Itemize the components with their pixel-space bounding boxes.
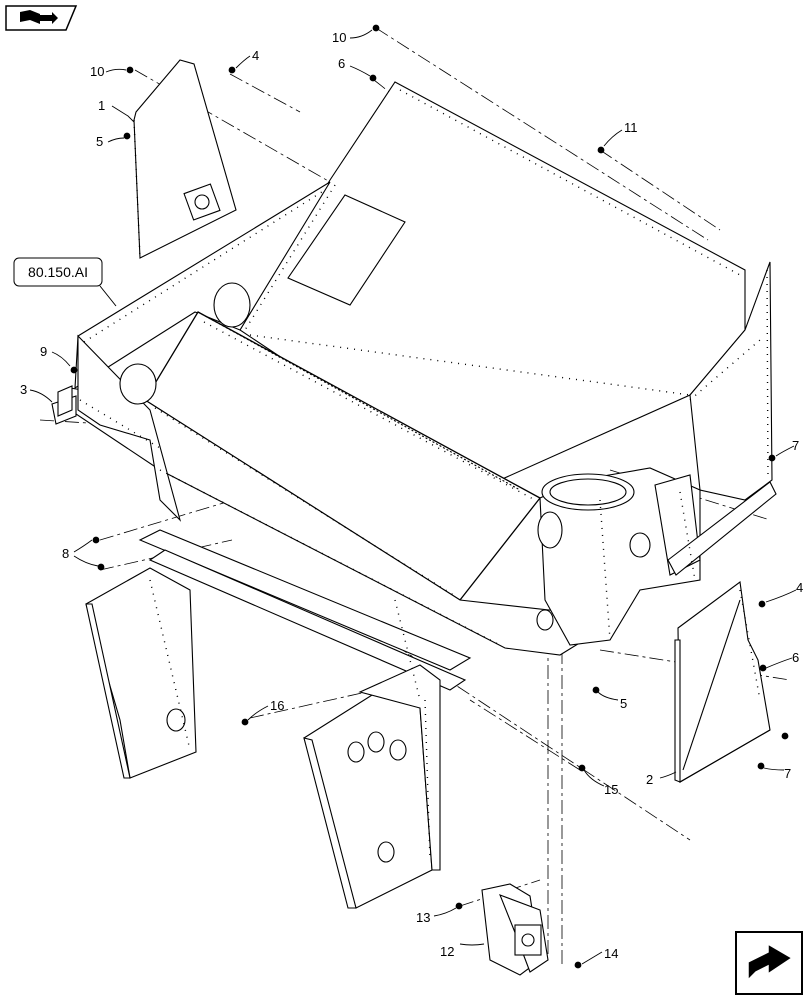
book-navigation-icon[interactable] — [5, 5, 78, 31]
part-12-component — [481, 883, 549, 976]
reference-box[interactable]: 80.150.AI — [13, 257, 117, 307]
callout-16: 16 — [270, 698, 284, 713]
callout-10: 10 — [332, 30, 346, 45]
callout-4: 4 — [796, 580, 803, 595]
reference-box-label: 80.150.AI — [28, 264, 88, 280]
center-leg-panel — [303, 599, 441, 909]
part-2-side-panel — [674, 581, 771, 783]
callout-7: 7 — [784, 766, 791, 781]
callout-3: 3 — [20, 382, 27, 397]
left-leg-panel — [85, 567, 197, 779]
fastener-hole-pattern — [79, 89, 769, 646]
next-page-arrow-icon[interactable] — [735, 931, 803, 995]
callout-15: 15 — [604, 782, 618, 797]
callout-5: 5 — [96, 134, 103, 149]
callout-14: 14 — [604, 946, 618, 961]
callout-9: 9 — [40, 344, 47, 359]
callout-7: 7 — [792, 438, 799, 453]
callout-13: 13 — [416, 910, 430, 925]
callout-10: 10 — [90, 64, 104, 79]
callout-5: 5 — [620, 696, 627, 711]
callout-11: 11 — [624, 120, 638, 135]
part-3-bracket — [51, 385, 77, 425]
callout-6: 6 — [792, 650, 799, 665]
callout-1: 1 — [98, 98, 105, 113]
grain-tank-assembly — [69, 81, 777, 691]
fasteners — [70, 24, 789, 969]
callout-6: 6 — [338, 56, 345, 71]
callout-2: 2 — [646, 772, 653, 787]
callout-8: 8 — [62, 546, 69, 561]
callout-leaders — [29, 29, 797, 965]
part-1-side-panel — [133, 59, 237, 259]
callout-4: 4 — [252, 48, 259, 63]
callout-labels: 10 4 1 5 10 6 11 9 3 8 7 4 6 5 16 15 2 7… — [20, 30, 803, 961]
callout-12: 12 — [440, 944, 454, 959]
